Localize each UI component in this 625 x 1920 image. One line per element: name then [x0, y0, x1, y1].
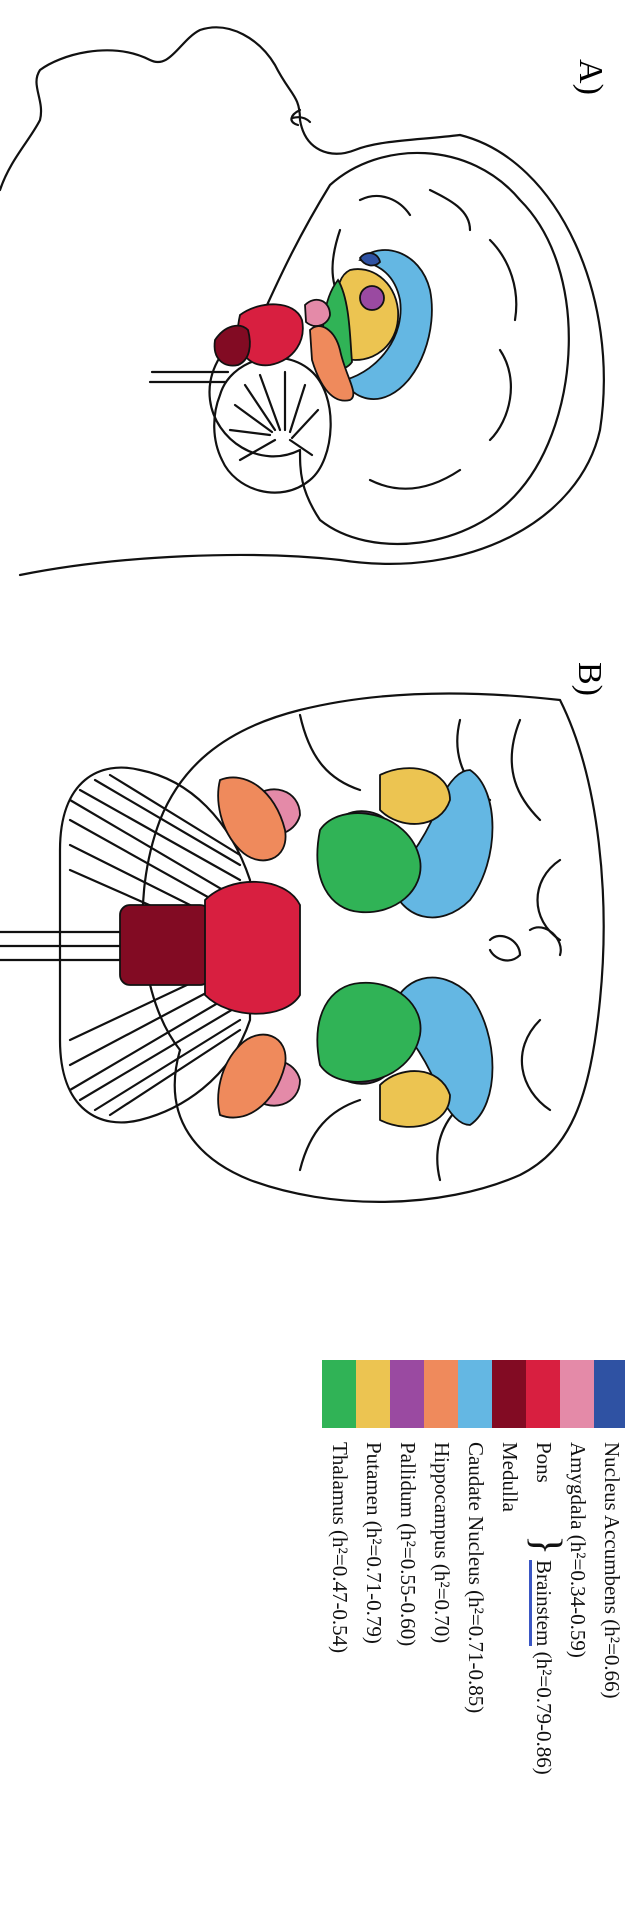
legend-label: Medulla: [497, 1442, 522, 1512]
spinal-cord-b: [0, 932, 130, 960]
legend-label: Nucleus Accumbens (h²=0.66): [599, 1442, 624, 1699]
legend-item-nucleus-accumbens: Nucleus Accumbens (h²=0.66): [594, 1360, 625, 1920]
thalamus-top: [317, 813, 420, 912]
thalamus-bottom: [317, 983, 420, 1082]
brainstem-name: Brainstem: [529, 1560, 556, 1646]
legend-swatch: [560, 1360, 594, 1428]
legend-item-putamen: Putamen (h²=0.71-0.79): [356, 1360, 390, 1920]
legend-swatch: [492, 1360, 526, 1428]
legend-item-thalamus: Thalamus (h²=0.47-0.54): [322, 1360, 356, 1920]
legend-label: Hippocampus (h²=0.70): [429, 1442, 454, 1643]
legend-label: Pons: [531, 1442, 556, 1483]
brainstem-label: Brainstem (h²=0.79-0.86): [531, 1560, 556, 1775]
legend-item-hippocampus: Hippocampus (h²=0.70): [424, 1360, 458, 1920]
legend-label: Caudate Nucleus (h²=0.71-0.85): [463, 1442, 488, 1713]
legend-label: Pallidum (h²=0.55-0.60): [395, 1442, 420, 1646]
pons-b: [205, 882, 300, 1014]
brainstem-h2: (h²=0.79-0.86): [532, 1646, 556, 1774]
brainstem-bracket-icon: }: [522, 1535, 570, 1555]
putamen-bottom: [380, 1071, 450, 1127]
legend-item-medulla: Medulla: [492, 1360, 526, 1920]
legend-swatch: [526, 1360, 560, 1428]
legend: Nucleus Accumbens (h²=0.66) Amygdala (h²…: [288, 1360, 625, 1920]
legend-swatch: [594, 1360, 625, 1428]
medulla-b: [120, 905, 210, 985]
legend-swatch: [424, 1360, 458, 1428]
legend-item-amygdala: Amygdala (h²=0.34-0.59): [560, 1360, 594, 1920]
legend-swatch: [356, 1360, 390, 1428]
figure: A) B): [0, 0, 625, 1789]
legend-swatch: [322, 1360, 356, 1428]
putamen-top: [380, 768, 450, 824]
legend-swatch: [390, 1360, 424, 1428]
legend-swatch: [458, 1360, 492, 1428]
legend-item-caudate: Caudate Nucleus (h²=0.71-0.85): [458, 1360, 492, 1920]
legend-label: Thalamus (h²=0.47-0.54): [327, 1442, 352, 1653]
legend-label: Putamen (h²=0.71-0.79): [361, 1442, 386, 1644]
legend-item-pallidum: Pallidum (h²=0.55-0.60): [390, 1360, 424, 1920]
